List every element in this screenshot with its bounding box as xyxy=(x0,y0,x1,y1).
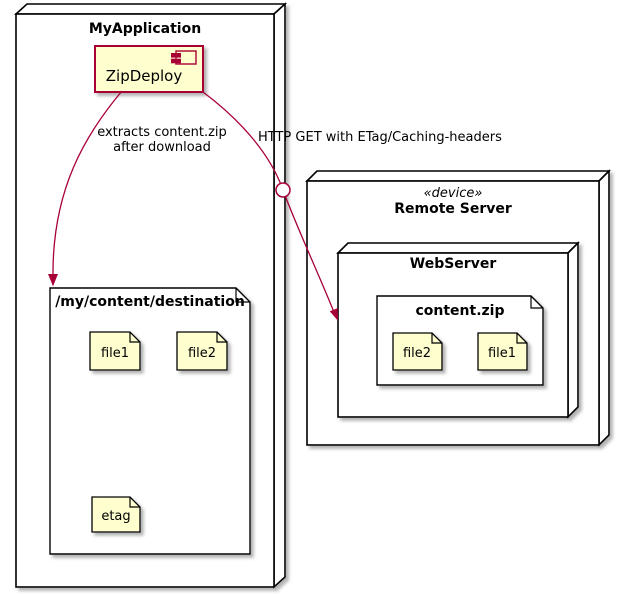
file-dest-file1 xyxy=(89,331,141,371)
my-application-title: MyApplication xyxy=(89,21,201,37)
file-zip-file1 xyxy=(477,332,528,371)
webserver-right-bevel xyxy=(567,241,579,419)
my-application-right-bevel xyxy=(273,2,286,589)
file-fold xyxy=(129,497,140,508)
dest-file1-label: file1 xyxy=(101,346,129,361)
remote-server-title: Remote Server xyxy=(394,201,512,217)
destination-title: /my/content/destination xyxy=(55,294,245,310)
my-application-top-bevel xyxy=(13,3,288,15)
remote-server-stereotype: «device» xyxy=(424,186,483,201)
artifact-destination xyxy=(49,287,251,555)
webserver-top-bevel xyxy=(336,242,580,254)
edge-extract-line xyxy=(52,90,123,278)
remote-server-top-bevel xyxy=(305,170,611,182)
edge-http-arrowhead xyxy=(329,308,339,321)
component-icon xyxy=(171,50,197,65)
file-etag xyxy=(91,496,141,533)
zip-file1-label: file1 xyxy=(488,346,516,361)
zip-file2-label: file2 xyxy=(403,346,431,361)
file-fold xyxy=(216,332,227,343)
content-zip-title: content.zip xyxy=(415,303,504,319)
remote-server-right-bevel xyxy=(598,169,610,447)
webserver-title: WebServer xyxy=(410,256,497,272)
destination-fold xyxy=(235,288,250,303)
file-dest-file2 xyxy=(176,331,228,371)
destination-shape xyxy=(49,287,251,555)
file-fold xyxy=(516,333,527,344)
edge-extract-arrowhead xyxy=(48,274,58,287)
component-zipdeploy xyxy=(94,45,204,93)
etag-label: etag xyxy=(101,509,130,524)
dest-file2-label: file2 xyxy=(188,346,216,361)
file-zip-file2 xyxy=(392,332,443,371)
zipdeploy-label: ZipDeploy xyxy=(106,67,183,85)
content-zip-fold xyxy=(530,296,543,309)
edge-http-label: HTTP GET with ETag/Caching-headers xyxy=(258,130,502,145)
file-fold xyxy=(431,333,442,344)
edge-extract-label-line2: after download xyxy=(113,140,211,155)
edge-extract-label-line1: extracts content.zip xyxy=(97,125,227,140)
file-fold xyxy=(129,332,140,343)
interface-lollipop xyxy=(275,182,291,198)
